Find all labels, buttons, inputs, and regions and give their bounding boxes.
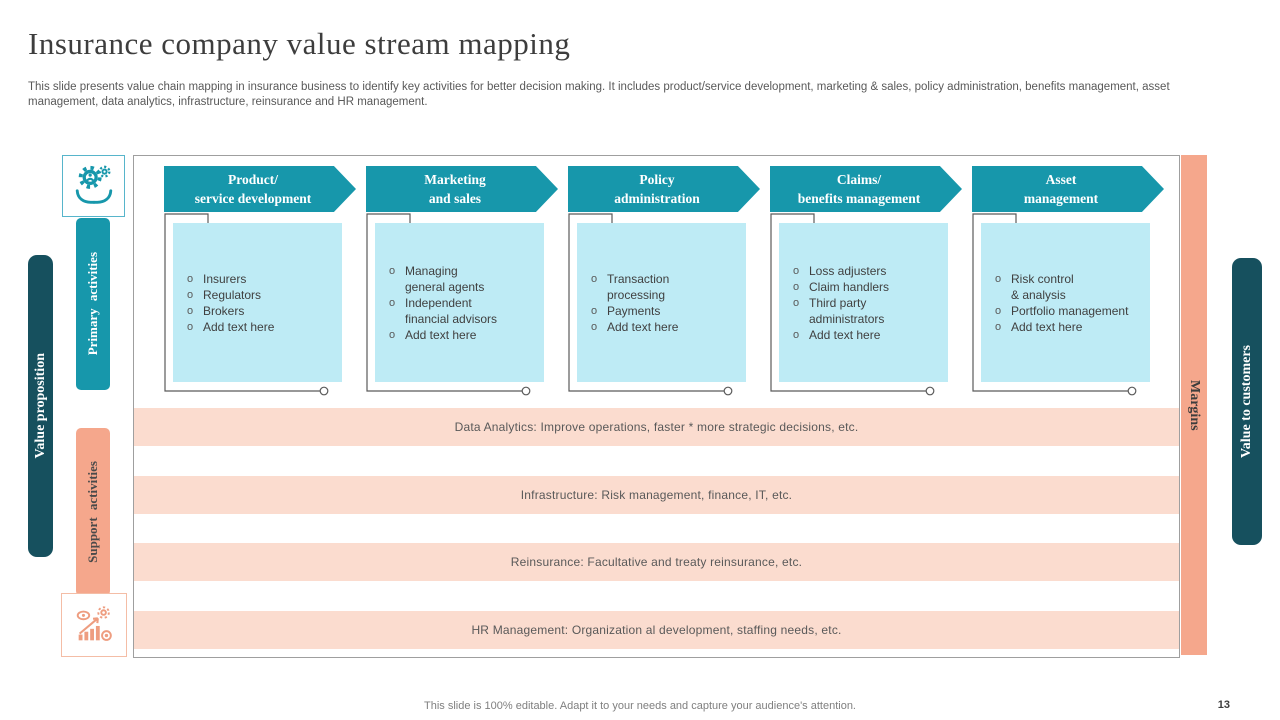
bullet-icon: o [187, 304, 194, 317]
header-line1: Marketing [424, 172, 486, 187]
header-line1: Asset [1045, 172, 1077, 187]
header-line2: and sales [428, 191, 482, 206]
bullet-icon: o [995, 272, 1002, 285]
bullet-icon: o [187, 288, 194, 301]
bullet-icon: o [591, 304, 598, 317]
column-header-arrow: Claims/ benefits management [770, 166, 962, 212]
bullet-icon: o [389, 328, 396, 341]
support-row-hr-management: HR Management: Organization al developme… [134, 611, 1179, 649]
growth-analytics-icon [76, 606, 112, 641]
column-header-arrow: Asset management [972, 166, 1164, 212]
margins-bar: Margins [1181, 155, 1207, 655]
page-title: Insurance company value stream mapping [28, 26, 571, 61]
support-activities-bar: Support activities [76, 428, 110, 596]
column-header-arrow: Policy administration [568, 166, 760, 212]
connector-end-circle [1127, 386, 1137, 396]
header-line2: management [1023, 191, 1099, 206]
value-proposition-label: Value proposition [32, 353, 48, 459]
value-to-customers-label: Value to customers [1239, 344, 1254, 459]
bullet-icon: o [187, 320, 194, 333]
column-header-arrow: Product/ service development [164, 166, 356, 212]
connector-end-circle [723, 386, 733, 396]
connector-end-circle [521, 386, 531, 396]
page-number: 13 [1217, 699, 1230, 711]
bullet-icon: o [591, 272, 598, 285]
bullet-icon: o [793, 296, 800, 309]
header-line1: Product/ [228, 172, 278, 187]
footer-note: This slide is 100% editable. Adapt it to… [424, 700, 856, 712]
primary-activities-bar: Primary activities [76, 218, 110, 390]
header-line2: administration [614, 191, 700, 206]
bullet-icon: o [591, 320, 598, 333]
value-proposition-bar: Value proposition [28, 255, 53, 557]
primary-activities-label: Primary activities [85, 252, 100, 356]
column-header-arrow: Marketing and sales [366, 166, 558, 212]
bullet-icon: o [995, 304, 1002, 317]
bullet-icon: o [187, 272, 194, 285]
support-row-reinsurance: Reinsurance: Facultative and treaty rein… [134, 543, 1179, 581]
header-line2: service development [194, 191, 312, 206]
value-to-customers-bar: Value to customers [1232, 258, 1262, 545]
bullet-icon: o [793, 264, 800, 277]
support-row-infrastructure: Infrastructure: Risk management, finance… [134, 476, 1179, 514]
bullet-icon: o [995, 320, 1002, 333]
header-line2: benefits management [797, 191, 921, 206]
bullet-icon: o [389, 296, 396, 309]
bullet-icon: o [793, 328, 800, 341]
analytics-icon-box [61, 593, 127, 657]
slide-description: This slide presents value chain mapping … [28, 81, 1170, 108]
process-icon-box [62, 155, 125, 217]
support-activities-label: Support activities [85, 461, 100, 563]
connector-end-circle [925, 386, 935, 396]
support-row-data-analytics: Data Analytics: Improve operations, fast… [134, 408, 1179, 446]
margins-label: Margins [1187, 379, 1202, 431]
connector-end-circle [319, 386, 329, 396]
header-line1: Claims/ [836, 172, 882, 187]
bullet-icon: o [389, 264, 396, 277]
header-line1: Policy [639, 172, 675, 187]
gears-in-hands-icon [75, 165, 112, 204]
bullet-icon: o [793, 280, 800, 293]
